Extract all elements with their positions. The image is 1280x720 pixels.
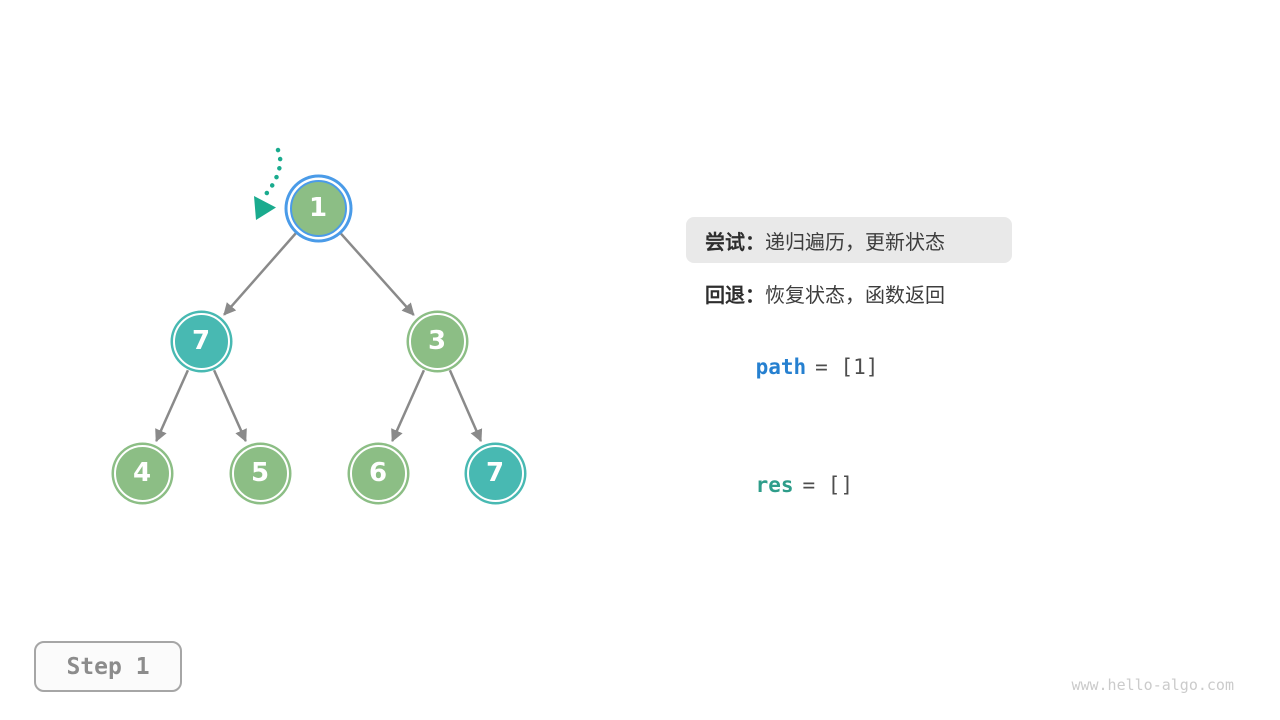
watermark: www.hello-algo.com [1071, 676, 1234, 694]
step-badge: Step 1 [34, 641, 182, 692]
tree-node-4: 4 [113, 444, 171, 502]
pointer-dotted-path [263, 147, 283, 197]
path-variable-name: path [755, 355, 807, 379]
legend-try-highlight: 尝试：递归遍历，更新状态 [686, 217, 1012, 263]
res-variable-name: res [755, 473, 794, 497]
tree-node-3: 3 [408, 312, 466, 370]
edge-3-7 [448, 369, 483, 443]
edge-7-5 [212, 369, 247, 443]
tree-node-7-left: 7 [172, 312, 230, 370]
path-variable-value: = [1] [815, 355, 879, 379]
tree-node-7-right: 7 [466, 444, 524, 502]
legend-back-text: 恢复状态，函数返回 [765, 285, 945, 307]
res-variable-line: res = [] [705, 449, 854, 521]
res-variable-value: = [] [802, 473, 854, 497]
edge-1-3 [338, 230, 415, 316]
edge-3-6 [391, 369, 426, 443]
legend-try-line: 尝试：递归遍历，更新状态 [705, 226, 945, 255]
edge-7-4 [155, 369, 190, 443]
legend-try-label: 尝试： [705, 231, 765, 254]
pointer-arrowhead-icon [254, 196, 276, 220]
tree-node-5: 5 [231, 444, 289, 502]
path-variable-line: path = [1] [705, 331, 879, 403]
legend-back-line: 回退：恢复状态，函数返回 [705, 279, 945, 308]
legend-try-text: 递归遍历，更新状态 [765, 231, 945, 254]
current-pointer-icon [254, 147, 283, 220]
tree-node-1: 1 [289, 179, 347, 237]
edge-1-7 [223, 231, 298, 316]
tree-node-6: 6 [349, 444, 407, 502]
legend-back-label: 回退： [705, 285, 765, 307]
